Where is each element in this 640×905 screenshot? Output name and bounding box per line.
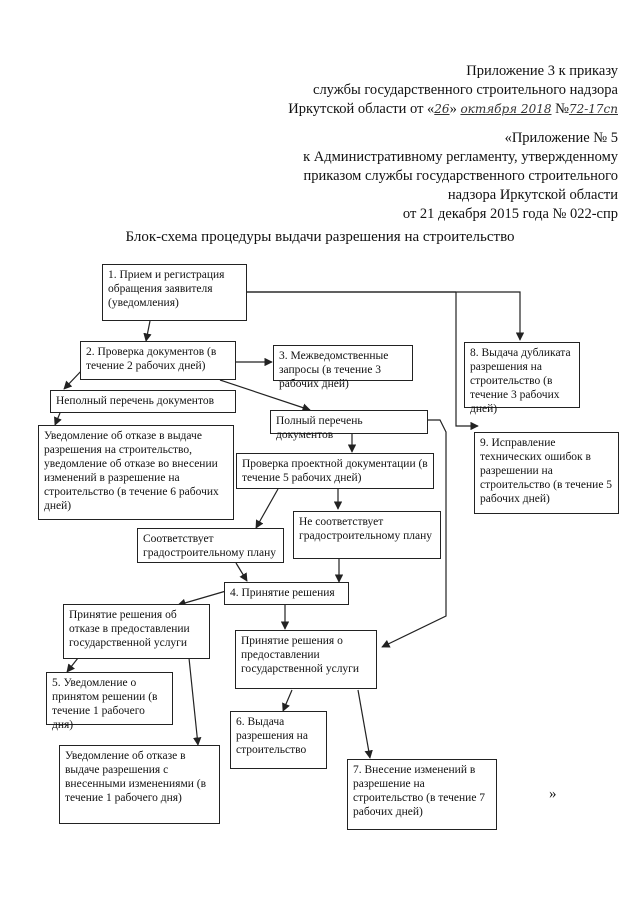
regulation-line-4: надзора Иркутской области [447,187,618,203]
grant-decision: Принятие решения о предоставлении госуда… [235,630,377,689]
regulation-reference: «Приложение № 5 к Административному регл… [303,129,618,224]
appendix-line-3: Иркутской области от «26» октября 2018 №… [288,100,618,119]
refusal-with-changes-notice: Уведомление об отказе в выдаче разрешени… [59,745,220,824]
incomplete-documents: Неполный перечень документов [50,390,236,413]
step-2-document-check: 2. Проверка документов (в течение 2 рабо… [80,341,236,380]
regulation-line-5: от 21 декабря 2015 года № 022-спр [402,206,618,222]
refusal-notice: Уведомление об отказе в выдаче разрешени… [38,425,234,520]
step-9-error-correction: 9. Исправление технических ошибок в разр… [474,432,619,514]
handwritten-day: 26 [434,102,450,116]
arrow-1-to-2 [143,320,152,342]
arrow-refusal-to-notice-changes [188,657,202,746]
regulation-line-3: приказом службы государственного строите… [303,168,618,184]
closing-quote: » [549,786,557,802]
appendix-line-1: Приложение 3 к приказу [466,63,618,79]
arrow-grant-to-6 [282,689,293,712]
appendix-date-prefix: Иркутской области от « [288,101,435,117]
step-8-duplicate: 8. Выдача дубликата разрешения на строит… [464,342,580,415]
step-7-permit-changes: 7. Внесение изменений в разрешение на ст… [347,759,497,830]
appendix-date-quote: » [449,101,457,117]
arrow-check-to-matches [255,488,279,529]
step-5-notification: 5. Уведомление о принятом решении (в теч… [46,672,173,731]
line-bus-to-8 [246,291,525,341]
arrow-4-to-refusal-decision [177,590,227,607]
not-matches-urban-plan: Не соответствует градостроительному план… [293,511,441,559]
handwritten-number: 72-17сп [568,102,618,116]
arrow-incomplete-to-refusal [54,412,62,426]
project-documentation-check: Проверка проектной документации (в течен… [236,453,434,489]
step-6-permit-issue: 6. Выдача разрешения на строительство [230,711,327,769]
step-1-intake: 1. Прием и регистрация обращения заявите… [102,264,247,321]
appendix-header: Приложение 3 к приказу службы государств… [288,62,618,119]
appendix-line-2: службы государственного строительного на… [313,82,618,98]
line-bus-to-9 [455,292,479,431]
arrow-refusal-to-5 [66,657,79,673]
step-3-interagency-requests: 3. Межведомственные запросы (в течение 3… [273,345,413,390]
arrow-grant-to-7 [357,689,373,759]
line-full-to-grant [381,419,447,648]
regulation-line-2: к Административному регламенту, утвержде… [303,149,618,165]
full-documents: Полный перечень документов [270,410,428,441]
appendix-number-label: № [555,101,569,117]
handwritten-month-year: октября 2018 [460,102,552,116]
arrow-2-to-full [219,379,311,412]
matches-urban-plan: Соответствует градостроительному плану [137,528,284,563]
step-4-decision: 4. Принятие решения [224,582,349,605]
diagram-title: Блок-схема процедуры выдачи разрешения н… [125,229,515,245]
regulation-line-1: «Приложение № 5 [504,130,618,146]
refusal-decision: Принятие решения об отказе в предоставле… [63,604,210,659]
arrow-matches-to-4 [235,562,248,582]
